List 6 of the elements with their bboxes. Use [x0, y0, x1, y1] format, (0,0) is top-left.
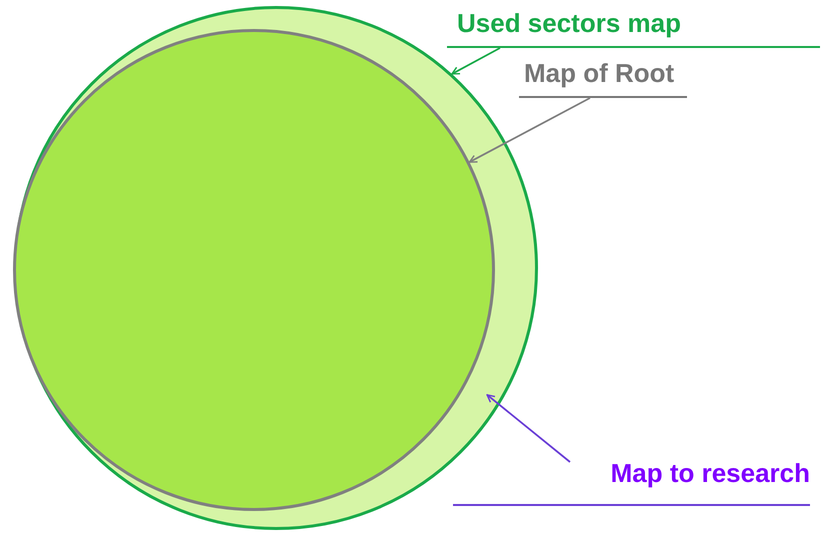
- leader-line: [468, 97, 590, 163]
- map-label: Used sectors map: [447, 8, 820, 48]
- leader-line: [486, 394, 571, 463]
- leader-line: [451, 47, 500, 75]
- map-label: Map of Root: [519, 58, 687, 98]
- map-label: Map to research: [453, 458, 810, 506]
